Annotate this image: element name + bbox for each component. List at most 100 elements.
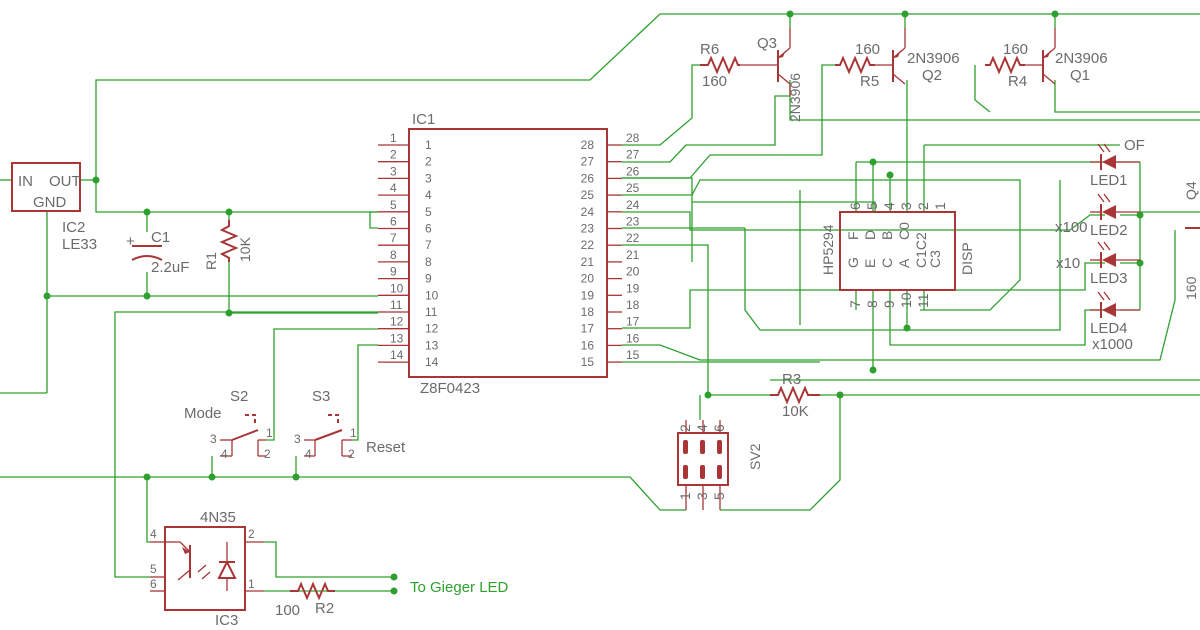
ic1-left-pin-number: 3 — [390, 164, 397, 178]
svg-text:3: 3 — [210, 432, 217, 446]
ic1-right-pin-label: 26 — [581, 171, 595, 185]
ic1-right-pin-label: 23 — [581, 222, 595, 236]
svg-text:2.2uF: 2.2uF — [151, 259, 189, 276]
svg-text:4: 4 — [305, 447, 312, 461]
geiger-led-label: To Gieger LED — [410, 579, 509, 596]
ic1-right-pin-number: 19 — [626, 281, 640, 295]
ic1-right-pin-label: 22 — [581, 238, 595, 252]
transistor-q2: 2N3906 Q2 — [875, 28, 960, 85]
svg-text:Q1: Q1 — [1070, 67, 1090, 84]
ic1-left-pin-number: 2 — [390, 148, 397, 162]
ic1-left-pin-label: 4 — [425, 188, 432, 202]
svg-text:10K: 10K — [782, 403, 809, 420]
disp-top-pin-number: 3 — [898, 202, 914, 210]
svg-text:160: 160 — [1003, 41, 1028, 58]
ic1-right-pin-label: 27 — [581, 155, 595, 169]
disp-segment-label: D — [862, 230, 878, 240]
ic1-left-pin-number: 14 — [390, 348, 404, 362]
svg-text:5: 5 — [150, 562, 157, 576]
disp-segment-label: F — [845, 231, 861, 240]
disp-segment-label: C1C2 — [913, 232, 929, 268]
svg-text:HP5294: HP5294 — [820, 224, 836, 275]
svg-text:100: 100 — [275, 602, 300, 619]
resistor-r6: R6 160 — [700, 41, 740, 90]
ic1-left-pin-number: 10 — [390, 281, 404, 295]
ic1-left-pin-number: 8 — [390, 248, 397, 262]
svg-text:2N3906: 2N3906 — [787, 73, 803, 122]
ic1-right-pin-number: 25 — [626, 181, 640, 195]
led-name: LED4 — [1090, 320, 1128, 337]
ic1-left-pin-label: 11 — [425, 305, 438, 319]
ic2-regulator: IN OUT GND IC2 LE33 — [11, 162, 97, 253]
svg-text:+: + — [126, 233, 135, 250]
ic1-left-pin-number: 7 — [390, 231, 397, 245]
led-2: LED2 — [1090, 193, 1140, 239]
ic1-left-pin-label: 13 — [425, 338, 439, 352]
resistor-r5: 160 R5 — [835, 41, 880, 90]
svg-text:IC3: IC3 — [215, 612, 238, 629]
led-4: LED4 — [1090, 291, 1140, 337]
ic1-right-pin-label: 16 — [581, 338, 595, 352]
led-name: LED3 — [1090, 270, 1128, 287]
svg-text:4: 4 — [221, 447, 228, 461]
svg-text:S3: S3 — [312, 388, 330, 405]
capacitor-c1: + C1 2.2uF — [126, 229, 189, 276]
wires — [0, 13, 1200, 592]
ic2-name: IC2 — [62, 219, 85, 236]
disp-segment-label: B — [879, 231, 895, 240]
ic1-left-pin-label: 8 — [425, 255, 432, 269]
svg-text:160: 160 — [702, 73, 727, 90]
svg-text:10K: 10K — [237, 236, 253, 262]
ic1-right-pin-label: 28 — [581, 138, 595, 152]
ic1-left-pin-label: 12 — [425, 322, 439, 336]
ic1-left-pin-label: 7 — [425, 238, 432, 252]
svg-text:GND: GND — [33, 194, 67, 211]
disp-top-pin-number: 6 — [847, 202, 863, 210]
svg-text:Reset: Reset — [366, 439, 406, 456]
disp-top-pin-number: 4 — [881, 202, 897, 210]
disp-top-pin-number: 2 — [915, 202, 931, 210]
disp-segment-label: E — [862, 259, 878, 268]
disp-top-pin-number: 5 — [864, 202, 880, 210]
switch-s3: S3 Reset 3 1 4 2 — [294, 388, 406, 461]
svg-text:4N35: 4N35 — [200, 509, 236, 526]
disp-bottom-pin-number: 11 — [915, 293, 931, 308]
svg-text:160: 160 — [855, 41, 880, 58]
ic1-right-pin-label: 18 — [581, 305, 595, 319]
resistor-r3: R3 10K — [770, 371, 820, 420]
ic1-name: IC1 — [412, 111, 435, 128]
led-function-label: x10 — [1056, 255, 1080, 272]
svg-text:SV2: SV2 — [747, 443, 763, 470]
disp-segment-label: C3 — [927, 250, 943, 268]
led-name: LED1 — [1090, 172, 1128, 189]
led-function-label: OF — [1124, 137, 1145, 154]
ic1-left-pin-number: 6 — [390, 215, 397, 229]
svg-text:4: 4 — [150, 527, 157, 541]
svg-text:R4: R4 — [1008, 73, 1027, 90]
ic2-part: LE33 — [62, 236, 97, 253]
svg-text:Q4: Q4 — [1183, 181, 1199, 200]
ic1-right-pin-label: 19 — [581, 288, 595, 302]
ic1-right-pin-number: 15 — [626, 348, 640, 362]
disp-bottom-pin-number: 7 — [847, 300, 863, 308]
ic1-right-pin-number: 20 — [626, 265, 640, 279]
ic1-left-pin-number: 4 — [390, 181, 397, 195]
svg-text:R6: R6 — [700, 41, 719, 58]
svg-text:3: 3 — [694, 492, 710, 500]
transistor-q1: 2N3906 Q1 — [1025, 28, 1108, 85]
led-function-label: x100 — [1055, 219, 1088, 236]
svg-text:1: 1 — [350, 426, 357, 440]
svg-text:R3: R3 — [782, 371, 801, 388]
ic1-left-pin-label: 10 — [425, 288, 439, 302]
svg-text:1: 1 — [248, 577, 255, 591]
ic1-right-pin-number: 21 — [626, 248, 640, 262]
svg-text:5: 5 — [711, 492, 727, 500]
svg-text:R2: R2 — [315, 600, 334, 617]
resistor-r1: R1 10K — [203, 220, 253, 270]
transistor-q4: Q4 160 — [1183, 181, 1200, 300]
svg-text:OUT: OUT — [49, 173, 81, 190]
svg-text:R5: R5 — [860, 73, 879, 90]
disp-bottom-pin-number: 9 — [881, 300, 897, 308]
